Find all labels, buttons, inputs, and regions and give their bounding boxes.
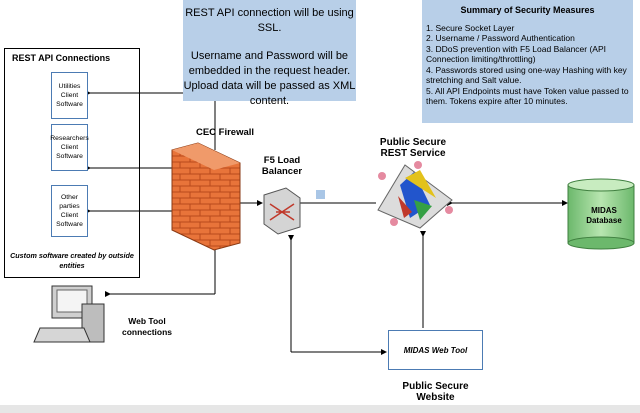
rest-service-icon xyxy=(377,161,453,229)
ssl-note-line2: Username and Password will be embedded i… xyxy=(183,50,356,107)
utilities-client-box: Utilities Client Software xyxy=(51,72,88,119)
database-icon xyxy=(567,178,635,250)
client-label: Researchers xyxy=(50,135,89,142)
client-label: Software xyxy=(56,221,83,228)
client-label: Other xyxy=(60,194,78,201)
ssl-note-line1: REST API connection will be using SSL. xyxy=(185,7,354,34)
rest-service-label-line2: REST Service xyxy=(380,148,446,159)
researchers-client-box: Researchers Client Software xyxy=(50,124,89,171)
rest-panel-footer: Custom software created by outside entit… xyxy=(10,251,134,270)
summary-item: 4. Passwords stored using one-way Hashin… xyxy=(426,64,627,86)
other-parties-client-box: Other parties Client Software xyxy=(51,185,88,237)
bottom-strip xyxy=(0,405,640,413)
summary-list: 1. Secure Socket Layer 2. Username / Pas… xyxy=(426,23,629,107)
client-label: Client xyxy=(60,212,79,219)
summary-item: 5. All API Endpoints must have Token val… xyxy=(426,85,629,107)
rest-service-label-line1: Public Secure xyxy=(379,137,447,148)
firewall-label: CEC Firewall xyxy=(195,127,255,138)
website-label-line1: Public Secure xyxy=(402,381,469,392)
computer-icon xyxy=(33,285,105,343)
client-label: Software xyxy=(56,101,83,108)
midas-web-tool-label: MIDAS Web Tool xyxy=(403,345,468,355)
summary-item: 2. Username / Password Authentication xyxy=(426,33,575,43)
summary-item: 3. DDoS prevention with F5 Load Balancer… xyxy=(426,43,607,65)
ssl-note: REST API connection will be using SSL. U… xyxy=(183,0,356,107)
rest-service-label: Public Secure REST Service xyxy=(366,137,460,159)
load-balancer-icon xyxy=(263,187,301,235)
rest-panel-title: REST API Connections xyxy=(12,53,111,63)
security-summary: Summary of Security Measures 1. Secure S… xyxy=(422,0,633,123)
client-label: Client xyxy=(60,92,79,99)
database-label-line1: MIDAS xyxy=(591,206,617,215)
client-label: parties xyxy=(59,203,80,210)
client-label: Utilities xyxy=(58,83,81,90)
web-tool-label-line1: Web Tool xyxy=(128,316,166,326)
summary-item: 1. Secure Socket Layer xyxy=(426,22,515,33)
database-label: MIDAS Database xyxy=(574,206,634,226)
web-tool-label-line2: connections xyxy=(121,327,173,337)
f5-label-line2: Balancer xyxy=(261,166,303,177)
client-connectors xyxy=(85,90,568,355)
website-label: Public Secure Website xyxy=(388,381,483,403)
client-label: Client xyxy=(60,144,79,151)
f5-label: F5 Load Balancer xyxy=(258,155,306,177)
midas-web-tool-box: MIDAS Web Tool xyxy=(388,330,483,370)
website-label-line2: Website xyxy=(416,392,455,403)
client-label: Software xyxy=(56,153,83,160)
web-tool-label: Web Tool connections xyxy=(112,316,182,338)
summary-title: Summary of Security Measures xyxy=(460,5,595,15)
small-square-icon xyxy=(316,190,325,199)
firewall-icon xyxy=(171,142,241,251)
f5-label-line1: F5 Load xyxy=(263,155,301,166)
rest-api-panel xyxy=(4,48,140,278)
database-label-line2: Database xyxy=(586,216,622,225)
